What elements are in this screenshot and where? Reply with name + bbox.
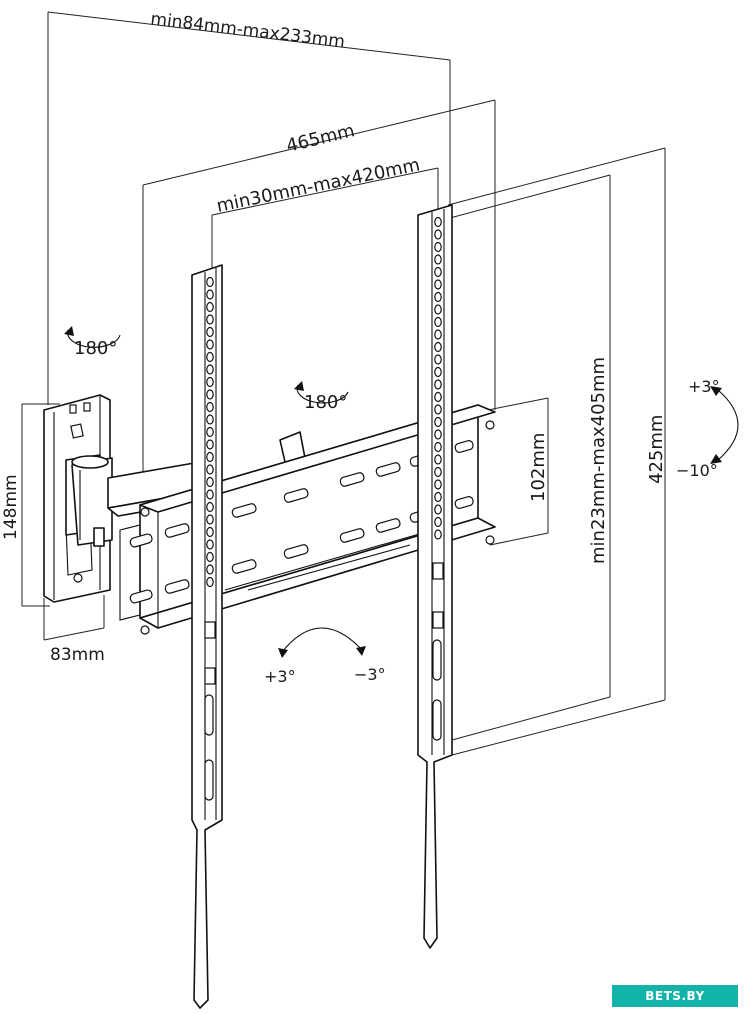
rail-hole xyxy=(206,426,214,438)
rail-hole xyxy=(206,539,214,550)
rail-hole xyxy=(434,354,442,365)
rail-hole xyxy=(434,291,442,303)
right-vertical-rail xyxy=(417,204,453,949)
dimension-lines xyxy=(21,11,666,756)
rail-hole xyxy=(434,416,442,428)
level-arc-icon xyxy=(278,627,366,658)
right-rail-holes xyxy=(434,216,442,540)
rail-hole xyxy=(434,366,442,378)
rail-hole xyxy=(206,451,214,463)
left-rail-holes xyxy=(206,276,214,588)
rail-hole xyxy=(206,551,214,563)
horizontal-bracket xyxy=(119,404,496,635)
rail-hole xyxy=(206,526,214,538)
rail-hole xyxy=(206,351,214,363)
rotation-180-wall-icon xyxy=(64,326,121,348)
rail-hole xyxy=(434,379,442,390)
rail-hole xyxy=(434,329,442,340)
rail-hole xyxy=(434,229,442,240)
rail-hole xyxy=(434,304,442,315)
rail-hole xyxy=(206,476,214,488)
rail-hole xyxy=(206,339,214,350)
dim-vesa-horizontal-label: min30mm-max420mm xyxy=(215,154,422,217)
rail-hole xyxy=(434,241,442,253)
dim-arm-extension-label: min84mm-max233mm xyxy=(149,9,346,52)
bracket-slots xyxy=(129,440,474,604)
rail-hole xyxy=(206,489,214,500)
rail-hole xyxy=(434,504,442,515)
rotation-180-arm-icon xyxy=(294,381,349,404)
rail-hole xyxy=(206,364,214,375)
rail-hole xyxy=(206,401,214,413)
rail-hole xyxy=(434,466,442,478)
rail-hole xyxy=(434,391,442,403)
rail-hole xyxy=(434,491,442,503)
swivel-arm-label: 180° xyxy=(304,392,347,413)
rail-hole xyxy=(434,441,442,453)
level-plus-label: +3° xyxy=(264,667,296,686)
rail-hole xyxy=(434,341,442,353)
rail-hole xyxy=(434,516,442,528)
rail-hole xyxy=(206,326,214,338)
dim-wall-plate-width-label: 83mm xyxy=(50,645,105,665)
rail-hole xyxy=(434,454,442,465)
level-minus-label: −3° xyxy=(354,665,386,684)
rail-hole xyxy=(206,276,214,288)
tilt-arc-icon xyxy=(710,386,739,464)
rail-hole xyxy=(206,439,214,450)
rail-hole xyxy=(206,501,214,513)
dim-wall-plate-height-label: 148mm xyxy=(1,474,21,540)
rail-hole xyxy=(206,414,214,425)
swivel-wall-label: 180° xyxy=(74,338,117,359)
rail-hole xyxy=(434,279,442,290)
rail-hole xyxy=(434,429,442,440)
rail-hole xyxy=(206,576,214,588)
tilt-down-label: −10° xyxy=(676,461,718,480)
rail-hole xyxy=(206,289,214,300)
rail-hole xyxy=(206,314,214,325)
rail-hole xyxy=(206,301,214,313)
dim-vesa-vertical-label: min23mm-max405mm xyxy=(588,357,609,564)
dim-total-height-label: 425mm xyxy=(646,415,667,484)
left-vertical-rail xyxy=(191,264,223,1009)
rail-hole xyxy=(434,316,442,328)
rail-hole xyxy=(434,266,442,278)
rail-hole xyxy=(206,514,214,525)
rail-hole xyxy=(434,216,442,228)
dim-total-width-label: 465mm xyxy=(284,120,356,157)
watermark-badge: BETS.BY xyxy=(612,985,738,1007)
rail-hole xyxy=(206,389,214,400)
rail-hole xyxy=(434,529,442,540)
swivel-hinge xyxy=(65,454,113,547)
tilt-up-label: +3° xyxy=(688,377,720,396)
rail-hole xyxy=(434,479,442,490)
dim-arm-bracket-height-label: 102mm xyxy=(528,433,549,502)
rail-hole xyxy=(206,464,214,475)
rail-hole xyxy=(434,254,442,265)
rail-hole xyxy=(206,376,214,388)
rail-hole xyxy=(206,564,214,575)
rail-hole xyxy=(434,404,442,415)
